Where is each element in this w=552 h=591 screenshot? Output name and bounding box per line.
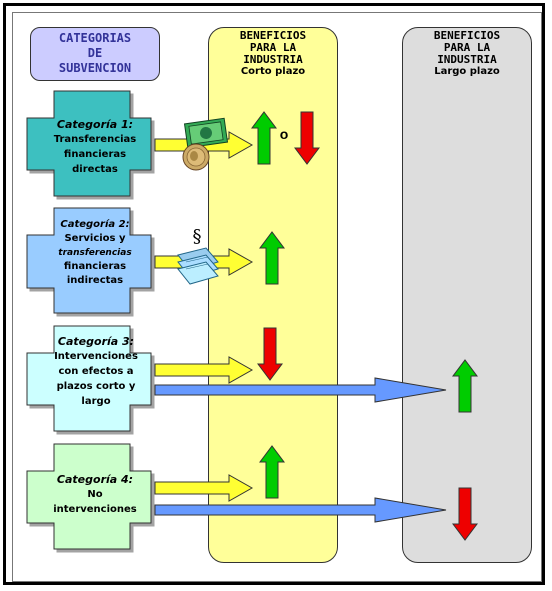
blue-arrow-cat3 <box>154 377 447 403</box>
categorias-line-1: CATEGORIAS <box>58 31 132 45</box>
category-2-line-1: Servicios y <box>64 233 126 244</box>
long-term-header: BENEFICIOS PARA LA INDUSTRIA Largo plazo <box>402 30 532 78</box>
long-term-line-2: PARA LA <box>443 41 491 54</box>
long-term-line-1: BENEFICIOS <box>433 29 501 42</box>
down-arrow-short-1 <box>294 111 320 165</box>
category-2-shape <box>26 207 152 314</box>
short-term-line-2: PARA LA <box>249 41 297 54</box>
short-term-header: BENEFICIOS PARA LA INDUSTRIA Corto plazo <box>208 30 338 78</box>
category-1-text: Categoría 1: Transferencias financieras … <box>50 117 140 177</box>
diagram-inner-border <box>12 12 542 582</box>
long-term-line-3: INDUSTRIA <box>437 53 497 66</box>
category-4-line-2: intervenciones <box>53 504 137 515</box>
category-1-title: Categoría 1: <box>56 118 134 131</box>
category-3-title: Categoría 3: <box>57 335 135 348</box>
short-term-term: Corto plazo <box>240 66 306 77</box>
or-symbol: o <box>279 126 289 142</box>
category-3-line-2: con efectos a <box>58 366 134 377</box>
up-arrow-short-1 <box>251 111 277 165</box>
blue-arrow-cat4 <box>154 497 447 523</box>
category-2-text: Categoría 2: Servicios y transferencias … <box>48 218 142 288</box>
category-2-line-3: financieras <box>63 261 127 272</box>
category-3-line-1: Intervenciones <box>54 351 138 362</box>
categorias-line-3: SUBVENCION <box>58 61 132 75</box>
category-3-line-3: plazos corto y <box>56 381 136 392</box>
category-1-line-1: Transferencias <box>53 134 137 145</box>
down-arrow-short-3 <box>257 327 283 381</box>
category-1-shape <box>26 90 152 197</box>
money-icon <box>182 117 229 171</box>
category-3-shape <box>26 325 152 432</box>
category-2-line-4: indirectas <box>66 275 124 286</box>
category-4-line-1: No <box>87 489 103 500</box>
documents-icon <box>177 247 219 285</box>
category-1-line-3: directas <box>72 164 118 175</box>
up-arrow-long-3 <box>452 359 478 413</box>
category-3-text: Categoría 3: Intervenciones con efectos … <box>48 334 144 409</box>
yellow-arrow-4 <box>154 474 254 502</box>
long-term-term: Largo plazo <box>434 66 500 77</box>
short-term-line-1: BENEFICIOS <box>239 29 307 42</box>
down-arrow-long-4 <box>452 487 478 541</box>
yellow-arrow-3 <box>154 356 254 384</box>
categorias-header-box <box>30 27 160 81</box>
short-term-line-3: INDUSTRIA <box>243 53 303 66</box>
categorias-header: CATEGORIAS DE SUBVENCION <box>30 31 160 76</box>
up-arrow-short-2 <box>259 231 285 285</box>
category-2-title: Categoría 2: <box>60 219 130 230</box>
category-1-line-2: financieras <box>63 149 127 160</box>
section-symbol: § <box>192 226 202 247</box>
up-arrow-short-4 <box>259 445 285 499</box>
categorias-line-2: DE <box>87 46 103 60</box>
category-3-line-4: largo <box>81 396 111 407</box>
category-4-shape <box>26 443 152 550</box>
long-term-column <box>402 27 532 563</box>
category-4-text: Categoría 4: No intervenciones <box>50 472 140 517</box>
category-2-line-2: transferencias <box>58 248 132 258</box>
category-4-title: Categoría 4: <box>56 473 134 486</box>
